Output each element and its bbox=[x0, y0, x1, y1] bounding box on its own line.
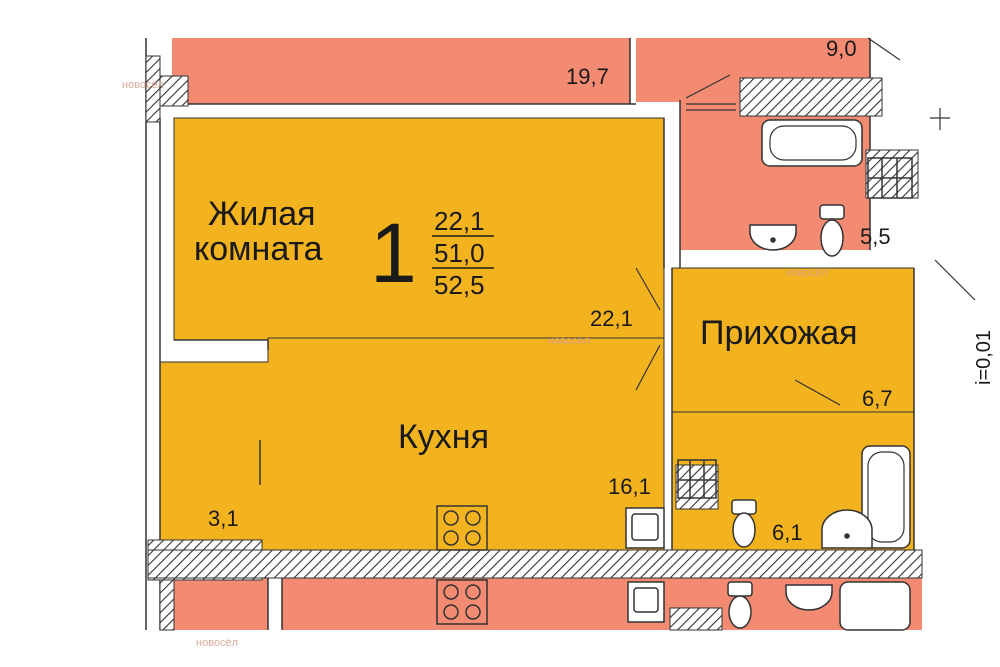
kitchen-name: Кухня bbox=[398, 418, 489, 456]
door-swings bbox=[635, 37, 901, 406]
living-room-name-line1: Жилая bbox=[208, 195, 316, 233]
stove-icon bbox=[436, 579, 488, 625]
living-area-value: 22,1 bbox=[434, 206, 485, 236]
bathtub-icon bbox=[839, 581, 911, 631]
living-room-name-line2: комната bbox=[194, 230, 323, 268]
rooms-count: 1 bbox=[370, 206, 417, 300]
bathtub-icon bbox=[861, 445, 911, 549]
right-annotations bbox=[930, 108, 976, 301]
sink-icon bbox=[821, 509, 873, 549]
watermark-text: новосёл bbox=[548, 335, 590, 347]
total-area-value: 51,0 bbox=[434, 238, 485, 268]
neighbor-units bbox=[160, 38, 922, 630]
watermark-text: новосёл bbox=[786, 267, 828, 279]
bathtub-icon bbox=[761, 119, 863, 167]
sink-icon bbox=[749, 224, 797, 251]
load-bearing-walls bbox=[145, 55, 923, 631]
neighbor-top-room-area: 19,7 bbox=[566, 64, 609, 89]
kitchen-area: 16,1 bbox=[608, 474, 651, 499]
side-mark: i=0,01 bbox=[973, 330, 995, 385]
kitchen-sink-icon bbox=[625, 507, 665, 549]
toilet-icon bbox=[819, 204, 845, 257]
sink-icon bbox=[785, 584, 833, 611]
toilet-icon bbox=[727, 581, 753, 629]
walls bbox=[145, 38, 915, 630]
hallway-name: Прихожая bbox=[700, 314, 858, 352]
living-room-area: 22,1 bbox=[590, 306, 633, 331]
bathroom-area: 6,1 bbox=[772, 520, 803, 545]
apartment-area bbox=[159, 117, 915, 553]
hallway-area: 6,7 bbox=[862, 386, 893, 411]
ventilation-shaft-icon bbox=[677, 157, 913, 499]
watermark-text: новосёл bbox=[196, 637, 238, 649]
total-area-with-balcony-value: 52,5 bbox=[434, 270, 485, 300]
watermark-text: новосёл bbox=[122, 79, 164, 91]
toilet-icon bbox=[731, 499, 757, 548]
neighbor-bath-area: 5,5 bbox=[860, 224, 891, 249]
kitchen-sink-icon bbox=[627, 581, 665, 623]
neighbor-top-right-area: 9,0 bbox=[826, 36, 857, 61]
balcony-area: 3,1 bbox=[208, 506, 239, 531]
stove-icon bbox=[436, 505, 488, 551]
